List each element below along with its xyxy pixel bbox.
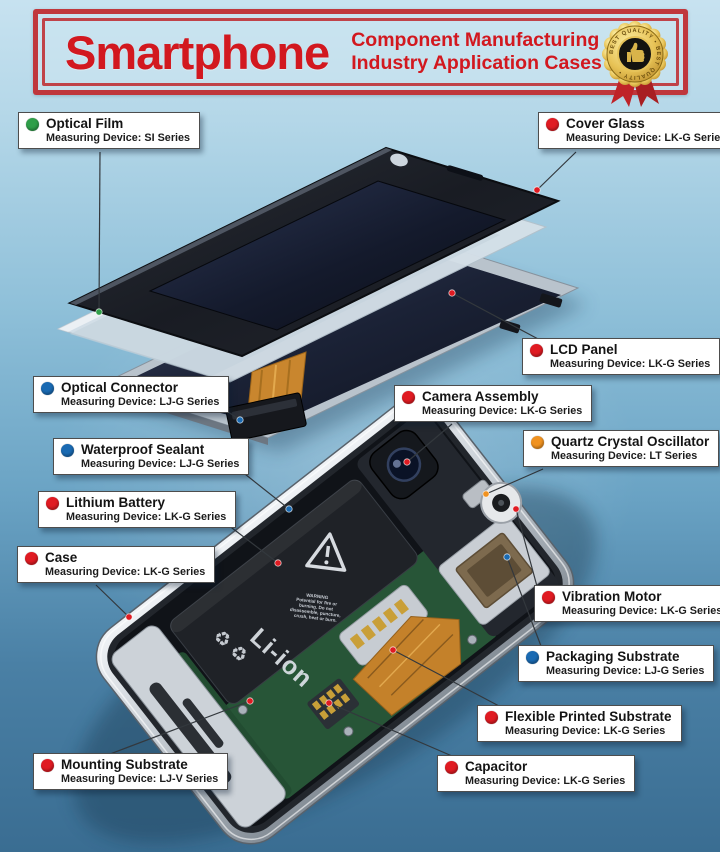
red-legend-dot: [546, 118, 559, 131]
red-legend-dot: [542, 591, 555, 604]
header-banner-inner: Smartphone Component Manufacturing Indus…: [42, 18, 679, 86]
component-name: Cover Glass: [566, 116, 645, 131]
callout-quartz-crystal-oscillator: Quartz Crystal Oscillator Measuring Devi…: [523, 430, 720, 468]
speaker-slot: [446, 165, 484, 181]
red-legend-dot: [402, 391, 415, 404]
component-name: Waterproof Sealant: [81, 442, 205, 457]
lcd-flex-cable: [225, 351, 307, 442]
component-name: Mounting Substrate: [61, 757, 188, 772]
red-legend-dot: [530, 344, 543, 357]
measuring-device: Measuring Device: SI Series: [46, 131, 191, 144]
flexible-printed-substrate-target-dot: [389, 646, 397, 654]
measuring-device: Measuring Device: LK-G Series: [422, 404, 583, 417]
orange-legend-dot: [531, 436, 544, 449]
page-subtitle: Component Manufacturing Industry Applica…: [351, 29, 602, 75]
camera-assembly-target-dot: [403, 458, 411, 466]
waterproof-sealant-target-dot: [285, 505, 293, 513]
phone-body: Li-ion ♻ ♻ WARNING Potential for fire or…: [95, 395, 575, 845]
component-name: Optical Film: [46, 116, 124, 131]
front-camera-hole: [390, 153, 408, 167]
measuring-device: Measuring Device: LK-G Series: [66, 510, 227, 523]
leader-lines: [95, 151, 577, 757]
component-name: Capacitor: [465, 759, 528, 774]
case-target-dot: [125, 613, 133, 621]
vibration-motor-part: [480, 481, 523, 524]
subtitle-line-1: Component Manufacturing: [351, 29, 600, 51]
measuring-device: Measuring Device: LK-G Series: [566, 131, 720, 144]
capacitor-part: [307, 678, 360, 729]
optical-connector-part: [225, 392, 307, 442]
red-legend-dot: [41, 759, 54, 772]
lcd-panel-target-dot: [448, 289, 456, 297]
red-legend-dot: [445, 761, 458, 774]
callout-cover-glass: Cover Glass Measuring Device: LK-G Serie…: [538, 112, 720, 150]
subtitle-line-2: Industry Application Cases: [351, 52, 602, 74]
green-legend-dot: [26, 118, 39, 131]
measuring-device: Measuring Device: LK-G Series: [505, 724, 666, 737]
callout-flexible-printed-substrate: Flexible Printed Substrate Measuring Dev…: [477, 705, 682, 743]
component-name: Packaging Substrate: [546, 649, 680, 664]
measuring-device: Measuring Device: LT Series: [551, 449, 698, 462]
callout-mounting-substrate: Mounting Substrate Measuring Device: LJ-…: [33, 753, 229, 791]
callout-case: Case Measuring Device: LK-G Series: [17, 546, 216, 584]
component-name: Quartz Crystal Oscillator: [551, 434, 710, 449]
quartz-crystal-oscillator-target-dot: [482, 490, 490, 498]
measuring-device: Measuring Device: LJ-G Series: [546, 664, 705, 677]
component-name: Camera Assembly: [422, 389, 539, 404]
optical-film-target-dot: [95, 308, 103, 316]
measuring-device: Measuring Device: LJ-V Series: [61, 772, 219, 785]
red-legend-dot: [485, 711, 498, 724]
lithium-battery-part: Li-ion ♻ ♻ WARNING Potential for fire or…: [170, 479, 418, 704]
battery-warning-text: WARNING Potential for fire or burning. D…: [289, 591, 344, 624]
callout-vibration-motor: Vibration Motor Measuring Device: LK-G S…: [534, 585, 720, 623]
red-legend-dot: [25, 552, 38, 565]
callout-optical-film: Optical Film Measuring Device: SI Series: [18, 112, 201, 150]
measuring-device: Measuring Device: LK-G Series: [45, 565, 206, 578]
measuring-device: Measuring Device: LK-G Series: [550, 357, 711, 370]
packaging-substrate-target-dot: [503, 553, 511, 561]
measuring-device: Measuring Device: LJ-G Series: [81, 457, 240, 470]
cover-glass-layer: [67, 146, 561, 358]
flexible-printed-substrate-part: [352, 615, 462, 716]
component-name: LCD Panel: [550, 342, 618, 357]
capacitor-target-dot: [325, 699, 333, 707]
optical-connector-target-dot: [236, 416, 244, 424]
callout-optical-connector: Optical Connector Measuring Device: LJ-G…: [33, 376, 230, 414]
blue-legend-dot: [526, 651, 539, 664]
warning-triangle-icon: [305, 532, 347, 572]
camera-assembly-part: [369, 429, 439, 500]
component-name: Case: [45, 550, 78, 565]
blue-legend-dot: [61, 444, 74, 457]
callout-lcd-panel: LCD Panel Measuring Device: LK-G Series: [522, 338, 720, 376]
callout-lithium-battery: Lithium Battery Measuring Device: LK-G S…: [38, 491, 237, 529]
component-name: Optical Connector: [61, 380, 179, 395]
lithium-battery-target-dot: [274, 559, 282, 567]
header-banner: Smartphone Component Manufacturing Indus…: [33, 9, 688, 107]
mounting-substrate-target-dot: [246, 697, 254, 705]
quality-badge: BEST QUALITY • BEST QUALITY •: [602, 21, 668, 107]
page-title: Smartphone: [65, 25, 330, 79]
cover-glass-target-dot: [533, 186, 541, 194]
callout-waterproof-sealant: Waterproof Sealant Measuring Device: LJ-…: [53, 438, 250, 476]
vibration-motor-target-dot: [512, 505, 520, 513]
thumbs-up-icon: [627, 42, 645, 62]
measuring-device: Measuring Device: LK-G Series: [465, 774, 626, 787]
red-legend-dot: [46, 497, 59, 510]
component-name: Lithium Battery: [66, 495, 166, 510]
component-name: Vibration Motor: [562, 589, 662, 604]
callout-packaging-substrate: Packaging Substrate Measuring Device: LJ…: [518, 645, 715, 683]
measuring-device: Measuring Device: LK-G Series: [562, 604, 720, 617]
callout-capacitor: Capacitor Measuring Device: LK-G Series: [437, 755, 636, 793]
component-name: Flexible Printed Substrate: [505, 709, 672, 724]
callout-camera-assembly: Camera Assembly Measuring Device: LK-G S…: [394, 385, 593, 423]
measuring-device: Measuring Device: LJ-G Series: [61, 395, 220, 408]
blue-legend-dot: [41, 382, 54, 395]
